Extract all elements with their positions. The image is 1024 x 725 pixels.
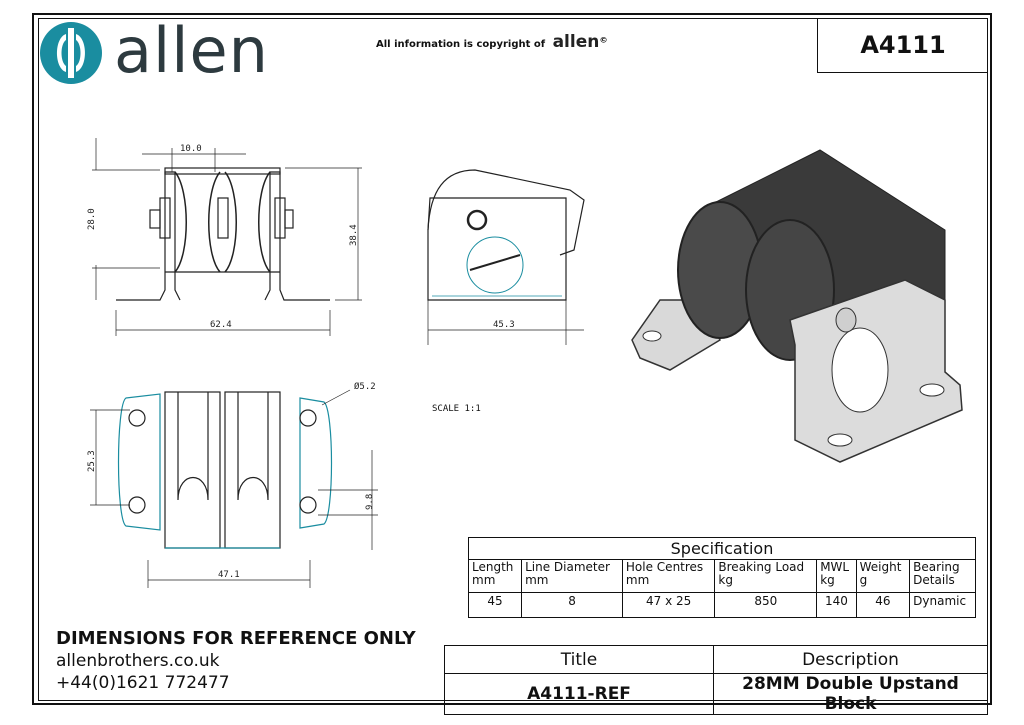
title-value: A4111-REF: [444, 673, 714, 715]
allen-logo-mark: [40, 22, 102, 84]
description-value: 28MM Double Upstand Block: [713, 673, 988, 715]
allen-logo: allen: [40, 16, 300, 92]
copyright-brand: allen: [552, 32, 600, 52]
spec-value-line-diameter: 8: [521, 592, 623, 618]
spec-value-hole-centres: 47 x 25: [621, 592, 716, 618]
plan-view: [90, 389, 378, 588]
phone: +44(0)1621 772477: [56, 673, 230, 693]
contact-notes: DIMENSIONS FOR REFERENCE ONLY allenbroth…: [56, 628, 416, 694]
scale-label: SCALE 1:1: [432, 404, 481, 414]
spec-value-weight: 46: [855, 592, 911, 618]
spec-value-breaking-load: 850: [714, 592, 818, 618]
dim-47-1: 47.1: [218, 570, 240, 580]
website: allenbrothers.co.uk: [56, 651, 220, 671]
spec-value-mwl: 140: [816, 592, 857, 618]
dim-10: 10.0: [180, 144, 202, 154]
dim-62-4: 62.4: [210, 320, 232, 330]
disclaimer: DIMENSIONS FOR REFERENCE ONLY: [56, 628, 416, 649]
copyright-mark: ©: [599, 34, 608, 45]
front-view: [92, 138, 362, 336]
spec-value-length: 45: [467, 592, 523, 618]
dim-9-8: 9.8: [365, 494, 375, 510]
dim-dia-5-2: Ø5.2: [354, 381, 376, 392]
description-label: Description: [713, 645, 988, 674]
specification-title: Specification: [468, 537, 976, 560]
dim-38-4: 38.4: [349, 224, 359, 246]
copyright-text: All information is copyright of: [376, 39, 546, 50]
dim-25-3: 25.3: [87, 450, 97, 472]
block-3d-render: [631, 149, 963, 463]
title-block: Title Description A4111-REF 28MM Double …: [444, 645, 988, 715]
allen-logo-text: allen: [114, 14, 269, 87]
side-view: [427, 169, 585, 345]
copyright-notice: All information is copyright of allen©: [376, 32, 608, 52]
spec-value-bearing: Dynamic: [909, 592, 976, 618]
dim-45-3: 45.3: [493, 320, 515, 330]
dim-28: 28.0: [87, 208, 97, 230]
part-number: A4111: [817, 18, 988, 73]
title-label: Title: [444, 645, 714, 674]
